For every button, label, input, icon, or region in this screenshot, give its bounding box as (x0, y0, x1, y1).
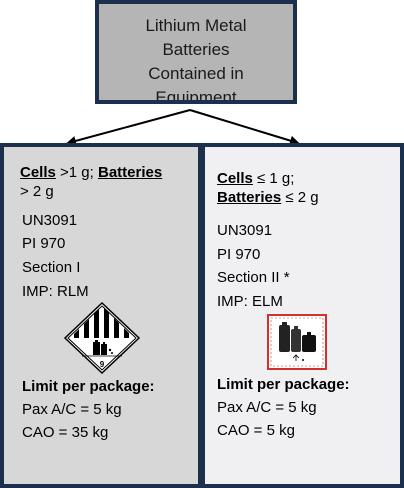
right-cells-value: ≤ 1 g; (252, 170, 295, 187)
top-category-box: Lithium Metal Batteries Contained in Equ… (95, 0, 297, 104)
section-ii-header: Cells ≤ 1 g; Batteries ≤ 2 g (217, 169, 402, 207)
left-limit-title: Limit per package: (22, 378, 155, 395)
left-cells-value: >1 g; (55, 164, 98, 181)
right-limit-cao: CAO = 5 kg (217, 422, 295, 439)
right-line-imp: IMP: ELM (217, 293, 283, 310)
right-limit-pax: Pax A/C = 5 kg (217, 399, 317, 416)
arrow-right (189, 109, 300, 146)
top-category-title: Lithium Metal Batteries Contained in Equ… (145, 16, 247, 104)
left-line-section: Section I (22, 259, 81, 276)
class9-hazard-label-icon: 9 (63, 302, 141, 374)
lithium-battery-mark-icon (267, 314, 327, 370)
left-batteries-label: Batteries (97, 164, 163, 181)
right-line-un: UN3091 (217, 222, 273, 239)
right-cells-label: Cells (217, 170, 253, 187)
left-line-imp: IMP: RLM (22, 283, 89, 300)
class9-number: 9 (100, 360, 105, 369)
left-cells-label: Cells (20, 164, 56, 181)
left-limit-cao: CAO = 35 kg (22, 424, 109, 441)
left-line-pi: PI 970 (22, 235, 66, 252)
section-ii-panel: Cells ≤ 1 g; Batteries ≤ 2 g UN3091 PI 9… (201, 143, 404, 488)
right-batteries-label: Batteries (217, 189, 282, 206)
arrow-left (66, 109, 191, 146)
section-i-header: Cells >1 g; Batteries > 2 g (20, 163, 195, 201)
right-line-pi: PI 970 (217, 246, 261, 263)
left-batteries-value: > 2 g (20, 183, 54, 200)
right-limit-title: Limit per package: (217, 376, 350, 393)
right-batteries-value: ≤ 2 g (281, 189, 319, 206)
right-line-section: Section II * (217, 269, 290, 286)
branch-arrows (66, 109, 300, 146)
section-i-panel: Cells >1 g; Batteries > 2 g UN3091 PI 97… (0, 143, 202, 488)
left-line-un: UN3091 (22, 212, 78, 229)
left-limit-pax: Pax A/C = 5 kg (22, 401, 122, 418)
